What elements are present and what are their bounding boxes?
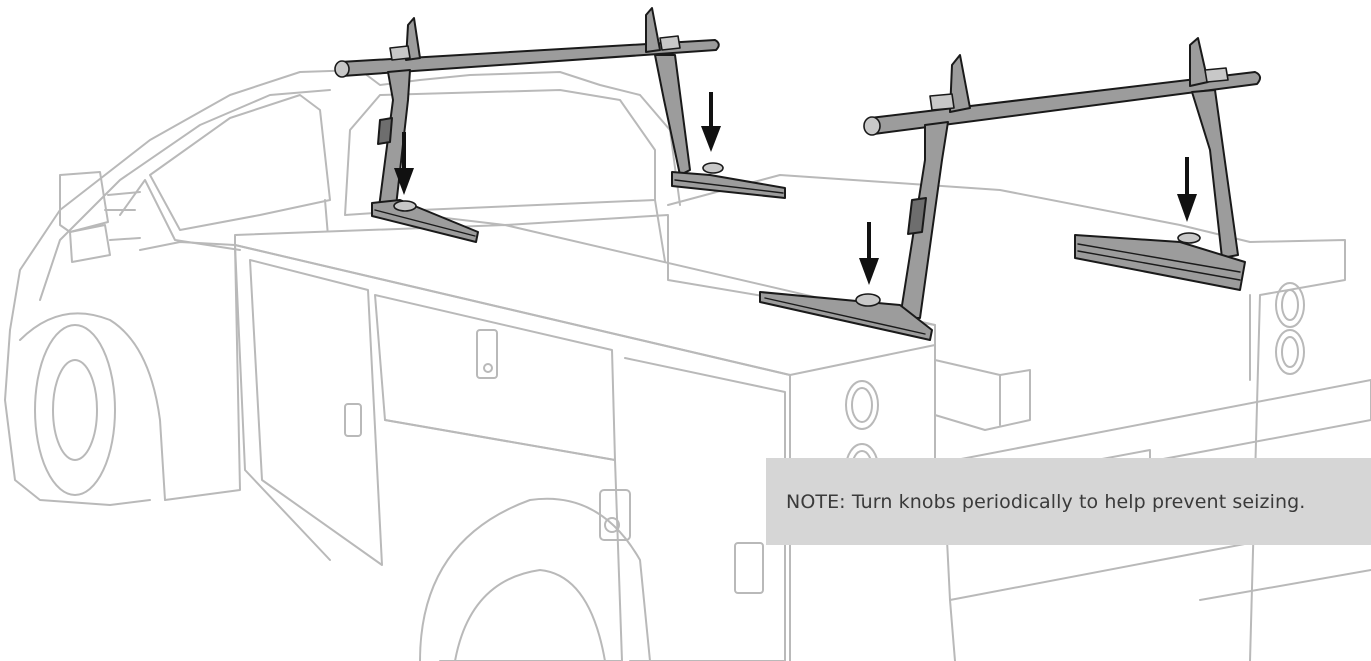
tailgate-lower <box>949 569 1371 661</box>
truck-front-wheel-hub <box>52 359 98 461</box>
down-arrow-front-left <box>394 132 414 195</box>
note-text: NOTE: Turn knobs periodically to help pr… <box>786 490 1306 513</box>
truck-rear-window <box>344 89 656 216</box>
front-right-foot-rail <box>671 171 786 199</box>
door-latch-3-lock <box>604 517 620 533</box>
tail-light-1-inner <box>851 387 873 423</box>
door-latch-3 <box>599 489 631 541</box>
front-left-rail-line <box>374 209 476 237</box>
truck-door <box>139 241 241 501</box>
front-right-upright <box>654 54 691 176</box>
front-right-rail-line <box>674 179 784 194</box>
truck-cab-window-frame <box>119 179 241 251</box>
front-rack <box>334 7 786 243</box>
door-latch-4 <box>734 542 764 594</box>
front-crossbar-end <box>334 60 350 78</box>
service-body-right-panel <box>934 294 1251 471</box>
rear-right-rail-line-2 <box>1077 250 1241 281</box>
rear-right-foot-rail <box>1074 234 1246 291</box>
tail-light-1 <box>845 380 879 430</box>
door-latch-2 <box>476 329 498 379</box>
truck-cab-inner <box>39 89 331 301</box>
note-callout: NOTE: Turn knobs periodically to help pr… <box>766 458 1371 545</box>
front-right-fin <box>645 7 661 53</box>
knob-front-left <box>393 200 417 212</box>
knob-rear-left <box>855 293 881 307</box>
tail-light-4-inner <box>1281 336 1299 368</box>
down-arrows <box>394 92 1197 285</box>
tail-light-3 <box>1275 282 1305 328</box>
rear-left-rail-line <box>764 297 926 335</box>
tail-light-3-inner <box>1281 289 1299 321</box>
rear-right-rail-line-1 <box>1077 243 1241 273</box>
rear-rack <box>759 37 1261 341</box>
front-left-upright-clamp <box>377 117 393 145</box>
knob-rear-right <box>1177 232 1201 244</box>
truck-illustration <box>4 69 1371 661</box>
down-arrow-rear-right <box>1177 157 1197 222</box>
truck-mirror-arm <box>104 191 141 241</box>
rear-wheel-arch <box>419 497 651 661</box>
service-body-top-right <box>667 174 1346 661</box>
rear-right-fin <box>1189 37 1209 87</box>
truck-side-mirror <box>59 171 109 233</box>
door-latch-1 <box>344 403 362 437</box>
service-body-side <box>234 244 791 661</box>
down-arrow-rear-left <box>859 222 879 285</box>
compartment-door-3 <box>384 419 623 661</box>
compartment-door-1 <box>249 259 383 566</box>
truck-side-mirror-lower <box>69 224 111 263</box>
down-arrow-front-right <box>701 92 721 152</box>
rear-box-block <box>934 359 1031 431</box>
front-right-top-knob <box>659 35 681 51</box>
rear-left-upright-clamp <box>907 197 927 235</box>
rear-left-top-knob <box>929 93 955 111</box>
truck-cab <box>9 69 681 331</box>
tail-light-4 <box>1275 329 1305 375</box>
truck-hood <box>4 329 151 506</box>
rear-crossbar-end <box>863 116 881 136</box>
compartment-door-4 <box>624 357 786 661</box>
truck-front-wheel <box>34 324 116 496</box>
front-left-top-knob <box>389 45 411 61</box>
rear-right-top-knob <box>1204 67 1229 83</box>
rear-wheel <box>454 569 606 661</box>
knob-front-right <box>702 162 724 174</box>
truck-front-fender <box>19 312 166 501</box>
door-latch-2-knob <box>483 363 493 373</box>
truck-cab-window <box>149 94 331 231</box>
